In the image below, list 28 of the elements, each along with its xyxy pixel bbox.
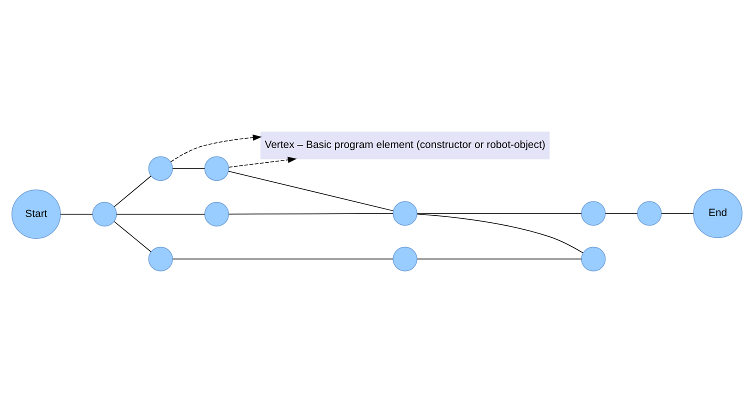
connector [661, 213, 694, 214]
node-circle [92, 202, 117, 227]
arrow [228, 156, 297, 168]
connector [114, 176, 152, 208]
node-circle [581, 246, 606, 272]
node-box: Vertex – Basic program element (constructor or robot-object) [260, 132, 550, 160]
connector [172, 168, 205, 169]
connector [114, 221, 152, 252]
connector [60, 214, 93, 215]
node-circle [392, 201, 418, 226]
node-circle [637, 201, 662, 226]
node-circle [148, 246, 173, 272]
node-circle: Start [12, 190, 61, 239]
node-circle [204, 202, 229, 227]
connector [605, 213, 638, 214]
connector [416, 213, 582, 214]
connector [172, 258, 394, 260]
connector [416, 214, 584, 254]
node-circle [581, 201, 606, 226]
arrow [170, 134, 262, 162]
node-circle: End [693, 188, 742, 238]
connector [228, 213, 394, 215]
connector [416, 258, 582, 260]
connector [116, 214, 206, 215]
node-circle [148, 156, 173, 181]
connector [228, 170, 394, 212]
node-circle [392, 246, 418, 272]
node-circle [204, 156, 229, 181]
